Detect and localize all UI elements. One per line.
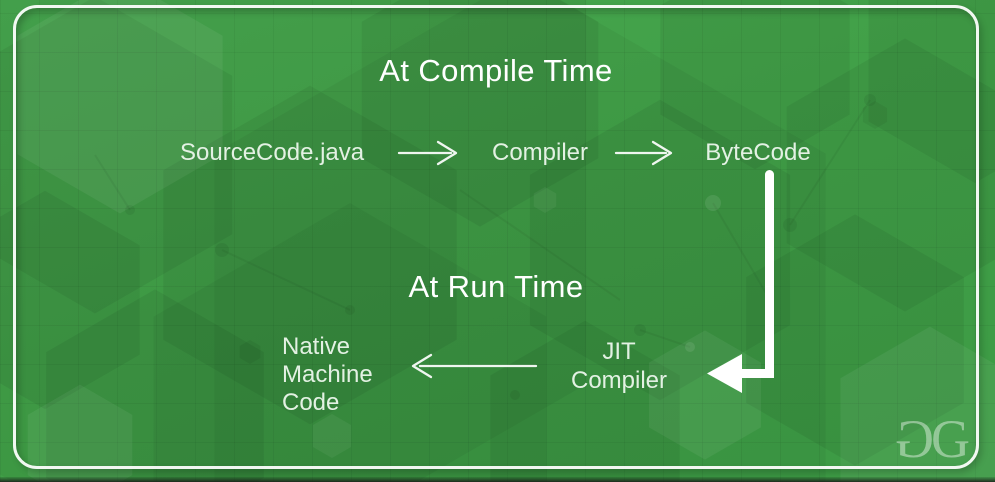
- node-compiler: Compiler: [491, 139, 589, 166]
- node-jit-compiler: JIT Compiler: [571, 337, 667, 395]
- node-native-machine-code-line3: Code: [282, 389, 340, 416]
- node-native-machine-code: Native Machine Code: [282, 333, 373, 417]
- node-sourcecode-java: SourceCode.java: [180, 139, 365, 166]
- node-native-machine-code-line1: Native: [282, 333, 351, 360]
- logo-letter-mirrored-g: G: [900, 409, 934, 469]
- node-jit-compiler-line1: JIT: [602, 338, 636, 365]
- geeksforgeeks-logo-icon: GG: [900, 409, 970, 469]
- logo-letter-g: G: [931, 409, 970, 469]
- bottom-edge-divider: [0, 477, 995, 482]
- node-jit-compiler-line2: Compiler: [570, 367, 668, 394]
- node-native-machine-code-line2: Machine: [282, 361, 373, 388]
- compile-time-title: At Compile Time: [379, 53, 613, 88]
- node-bytecode: ByteCode: [705, 139, 811, 166]
- rounded-frame-border: [13, 5, 979, 469]
- run-time-title: At Run Time: [408, 269, 584, 304]
